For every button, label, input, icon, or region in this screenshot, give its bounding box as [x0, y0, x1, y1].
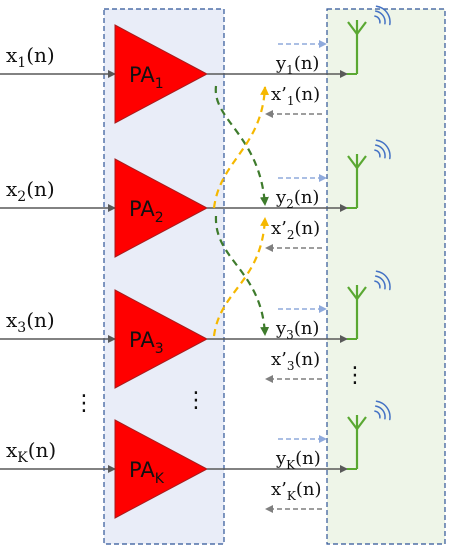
ellipsis-inputs: ⋮ — [73, 391, 95, 416]
power-amplifier — [114, 419, 209, 519]
antenna-icon — [347, 285, 367, 339]
signal-waves-icon — [374, 5, 391, 26]
power-amplifier — [114, 289, 209, 389]
coupled-signal-label: x’K(n) — [271, 479, 321, 503]
pa-row-1: x1(n) PA1 y1(n) x’1(n) — [0, 5, 391, 124]
coupling-yellow-1 — [212, 86, 270, 209]
output-signal-label: y1(n) — [275, 53, 319, 77]
pa-row-4: xK(n) PAK yK(n) x’K(n) — [0, 400, 391, 519]
signal-waves-icon — [374, 400, 391, 421]
ellipsis-pas: ⋮ — [185, 388, 207, 413]
power-amplifier — [114, 24, 209, 124]
input-signal-label: x1(n) — [6, 43, 55, 71]
signal-waves-icon — [374, 270, 391, 291]
input-signal-label: x2(n) — [6, 177, 55, 205]
output-signal-label: y2(n) — [275, 187, 319, 211]
power-amplifier-label: PA3 — [129, 328, 164, 357]
coupled-signal-label: x’1(n) — [271, 84, 320, 108]
coupling-green-2 — [214, 215, 270, 336]
pa-row-2: x2(n) PA2 y2(n) x’2(n) — [0, 139, 391, 258]
coupled-signal-label: x’2(n) — [271, 218, 320, 242]
pa-row-3: x3(n) PA3 y3(n) x’3(n) — [0, 270, 391, 389]
output-signal-label: yK(n) — [275, 448, 321, 472]
coupled-signal-label: x’3(n) — [271, 349, 320, 373]
power-amplifier-label: PA2 — [129, 197, 164, 226]
coupling-green-1 — [214, 85, 269, 206]
antenna-icon — [347, 415, 367, 469]
input-signal-label: x3(n) — [6, 308, 55, 336]
coupling-paths — [212, 85, 270, 337]
output-signal-label: y3(n) — [275, 318, 319, 342]
power-amplifier-label: PAK — [129, 458, 165, 487]
power-amplifier — [114, 158, 209, 258]
ellipsis-antennas: ⋮ — [344, 363, 366, 388]
antenna-icon — [347, 20, 367, 74]
power-amplifier-label: PA1 — [129, 63, 164, 92]
signal-waves-icon — [374, 139, 391, 160]
input-signal-label: xK(n) — [6, 438, 56, 466]
coupling-yellow-2 — [212, 217, 270, 337]
antenna-icon — [347, 154, 367, 208]
